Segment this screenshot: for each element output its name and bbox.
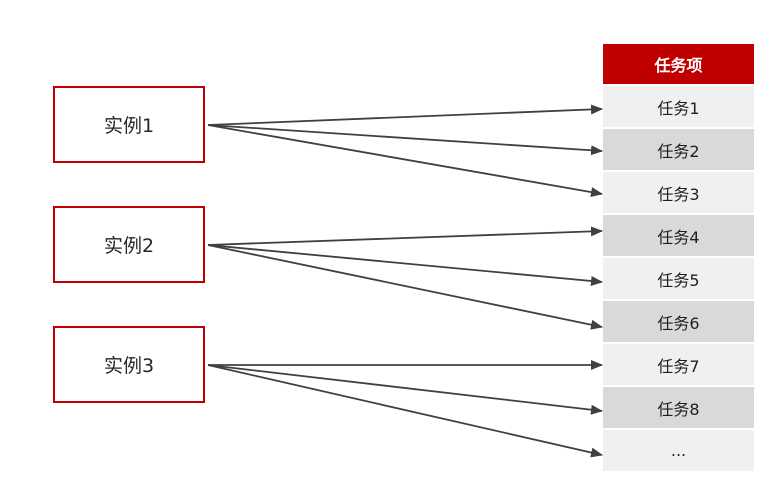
task-table: 任务项 任务1 任务2 任务3 任务4 任务5 任务6 任务7 任务8 ... (603, 44, 754, 471)
task-row-2: 任务2 (603, 127, 754, 170)
instance-label-3: 实例3 (103, 355, 155, 377)
instance-box-2: 实例2 (53, 206, 205, 283)
task-row-7: 任务7 (603, 342, 754, 385)
task-row-4: 任务4 (603, 213, 754, 256)
task-row-5: 任务5 (603, 256, 754, 299)
instance-label-2: 实例2 (103, 235, 155, 257)
arrow-instance3-ellipsis (207, 364, 603, 458)
task-row-8: 任务8 (603, 385, 754, 428)
task-row-6: 任务6 (603, 299, 754, 342)
task-row-ellipsis: ... (603, 428, 754, 471)
arrow-instance2-task5 (207, 244, 603, 286)
instance-label-1: 实例1 (103, 115, 155, 137)
task-table-header: 任务项 (603, 44, 754, 84)
arrow-instance2-task6 (207, 244, 603, 330)
instance-box-3: 实例3 (53, 326, 205, 403)
arrow-instance1-task3 (207, 124, 603, 198)
arrow-instance1-task1 (207, 104, 603, 126)
instance-box-1: 实例1 (53, 86, 205, 163)
arrow-instance2-task4 (207, 226, 603, 246)
task-row-3: 任务3 (603, 170, 754, 213)
arrow-instance1-task2 (207, 124, 603, 156)
arrow-instance3-task8 (207, 364, 603, 415)
task-row-1: 任务1 (603, 84, 754, 127)
